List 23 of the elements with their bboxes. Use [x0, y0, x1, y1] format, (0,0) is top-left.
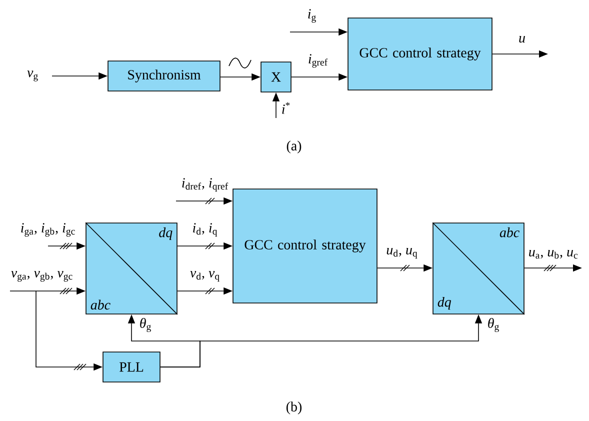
- pll-box: PLL: [102, 352, 160, 382]
- edge-label: i$_{ga}$, i$_{gb}$, i$_{gc}$: [21, 223, 75, 237]
- edge-label: v$_{ga}$, v$_{gb}$, v$_{gc}$: [11, 270, 72, 282]
- transform-block: abc dq: [432, 222, 525, 315]
- edge-label: i$_{d}$, i$_{q}$: [193, 223, 218, 237]
- edge-label: v$_{d}$, v$_{q}$: [190, 270, 220, 282]
- transform-block: dq abc: [85, 222, 178, 315]
- edge-label: u: [519, 36, 525, 43]
- edge-label: u$_{d}$, u$_{q}$: [386, 248, 418, 259]
- panel-caption: (a): [286, 140, 302, 154]
- edge-label: i$_{gref}$: [308, 54, 328, 68]
- edge-label: u$_{a}$, u$_{b}$, u$_{c}$: [529, 250, 578, 259]
- edge-label: θ$_{g}$: [488, 318, 499, 332]
- control-box: GCC control strategy: [232, 188, 378, 304]
- edge-label: i$_{g}$: [308, 9, 316, 23]
- control-box: GCC control strategy: [348, 18, 492, 90]
- edge-label: i$_{dref}$, i$_{qref}$: [182, 178, 228, 192]
- process-box: Synchronism: [108, 60, 220, 92]
- edge-label: i$^{*}$: [282, 102, 290, 114]
- panel-caption: (b): [286, 402, 302, 414]
- multiplier-box: X: [260, 62, 292, 92]
- edge-label: v$_{g}$: [27, 70, 38, 82]
- edge-label: θ$_{g}$: [140, 318, 151, 332]
